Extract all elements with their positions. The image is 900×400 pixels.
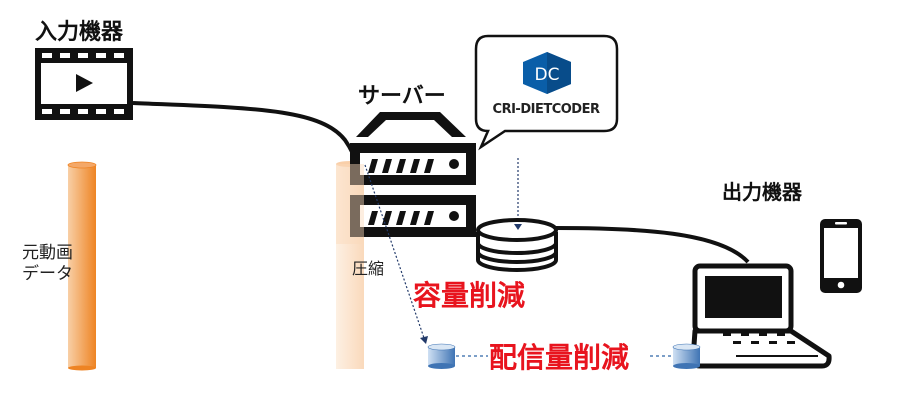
output-device-label: 出力機器: [722, 180, 803, 204]
dietcoder-logo: DC CRI-DIETCODER: [493, 52, 600, 117]
arrow-head-icon: [420, 336, 428, 344]
play-icon: [76, 74, 93, 92]
output-cable: [554, 226, 750, 264]
original-data-label-1: 元動画: [22, 243, 73, 263]
logo-mark: DC: [535, 65, 560, 85]
original-data-bar: [67, 161, 97, 371]
compressed-label: 圧縮: [352, 259, 384, 278]
laptop-icon: [690, 263, 832, 369]
original-data-label-2: データ: [22, 263, 73, 284]
input-cable: [132, 101, 360, 169]
small-database-icon-left: [427, 343, 456, 369]
server-label: サーバー: [358, 84, 446, 109]
small-database-icon-right: [672, 343, 701, 369]
delivery-reduction-label: 配信量削減: [489, 341, 629, 374]
storage-disk-icon: [476, 218, 558, 272]
logo-name: CRI-DIETCODER: [493, 102, 600, 117]
compressed-bar-overlay: [336, 164, 364, 244]
dotted-arrow-server-to-db: [364, 164, 425, 339]
input-device-label: 入力機器: [35, 20, 124, 45]
capacity-reduction-label: 容量削減: [413, 279, 525, 312]
arrow-head-icon: [514, 224, 522, 230]
smartphone-icon: [820, 219, 862, 293]
video-film-icon: [35, 48, 133, 120]
server-icon: [350, 112, 476, 237]
